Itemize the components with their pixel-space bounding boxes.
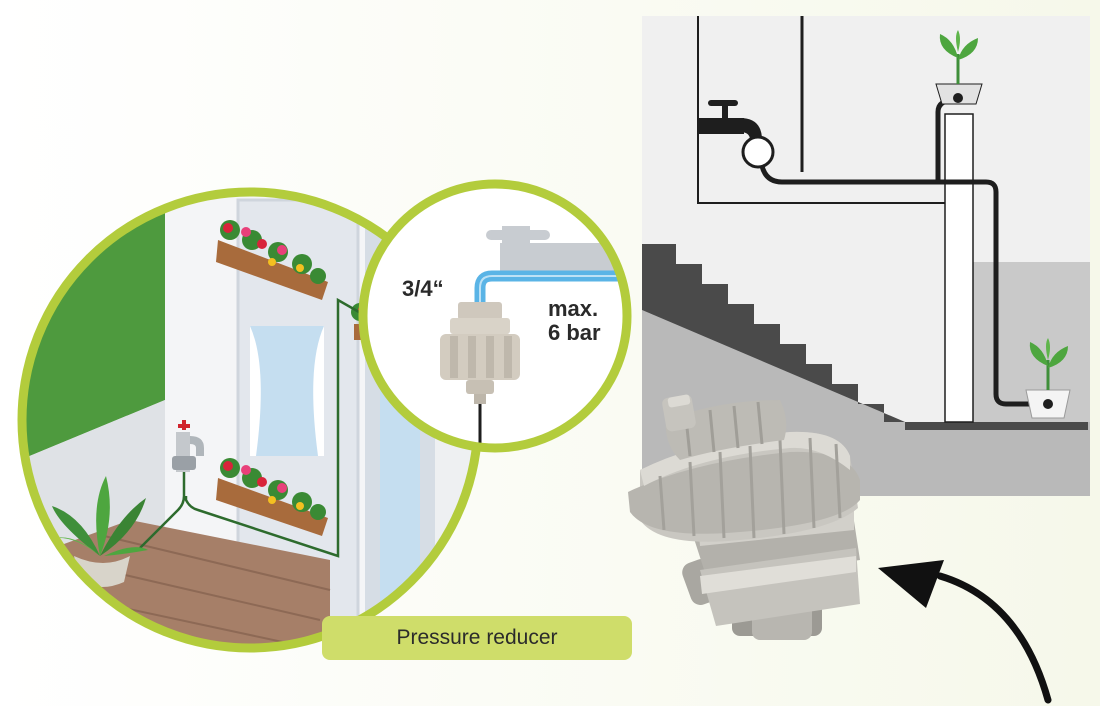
wall-tap-icon bbox=[172, 420, 204, 472]
lower-plant-pot-icon bbox=[1025, 338, 1071, 419]
schematic-lower-wall bbox=[960, 262, 1090, 422]
detail-circle-frame bbox=[358, 179, 632, 453]
max-pressure-label-line2: 6 bar bbox=[548, 320, 601, 345]
upper-plant-pot-icon bbox=[935, 30, 983, 105]
upper-flower-box bbox=[216, 220, 328, 300]
balcony-drip-hose bbox=[139, 297, 367, 558]
drip-line-lower bbox=[938, 179, 1046, 407]
detail-tap-handle bbox=[486, 230, 550, 240]
caption-text: Pressure reducer bbox=[396, 626, 558, 649]
support-column bbox=[944, 113, 974, 423]
curved-arrow-icon bbox=[878, 560, 1052, 704]
detail-pressure-reducer bbox=[440, 302, 520, 404]
pressure-reducer-product bbox=[628, 394, 860, 640]
staircase bbox=[642, 244, 905, 422]
wall-outline bbox=[697, 16, 946, 204]
max-pressure-label-line1: max. bbox=[548, 296, 599, 321]
inlet-size-label: 3/4“ bbox=[402, 276, 444, 301]
schematic-tap-icon bbox=[698, 100, 775, 169]
caption-banner: Pressure reducer bbox=[322, 616, 632, 660]
lower-flower-box bbox=[216, 458, 328, 536]
